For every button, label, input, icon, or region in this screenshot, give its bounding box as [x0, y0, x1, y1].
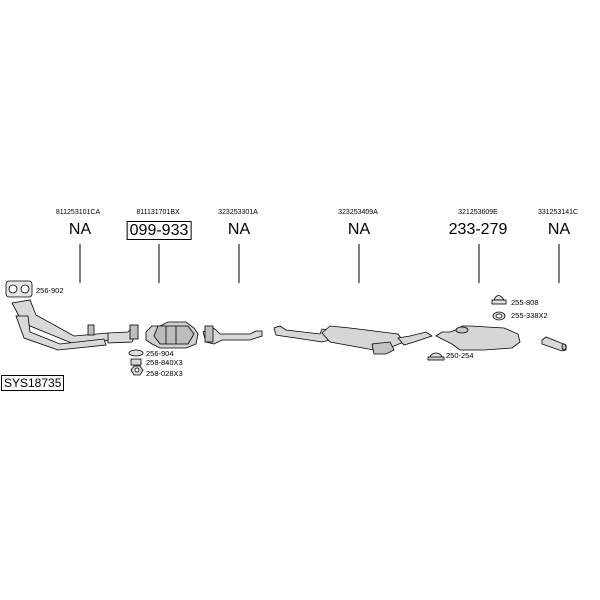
front-pipe-icon: [11, 299, 113, 351]
hanger-label[interactable]: 255-808: [511, 298, 539, 307]
oem-number-2: 811131701BX: [136, 209, 180, 216]
oem-number-1: 811253101CA: [55, 209, 101, 216]
cat-gasket-icon: [128, 349, 144, 357]
part-number-5[interactable]: 233-279: [448, 221, 508, 238]
oem-number-4: 323253409A: [338, 209, 378, 216]
clamp-icon: [427, 352, 445, 361]
intermediate-pipe-icon: [202, 325, 263, 345]
part-number-3[interactable]: NA: [227, 221, 251, 238]
front-gasket-icon: [5, 280, 33, 298]
part-number-2[interactable]: 099-933: [126, 221, 192, 240]
system-code: SYS18735: [1, 375, 65, 391]
catalytic-converter-icon: [145, 321, 199, 349]
ring-icon: [492, 311, 506, 321]
cat-bolt-icon: [130, 358, 142, 366]
cat-nut-icon: [130, 365, 144, 376]
part-number-1[interactable]: NA: [68, 221, 92, 238]
cat-nut-label[interactable]: 258-028X3: [146, 369, 183, 378]
connecting-pipe-icon: [107, 324, 139, 344]
cat-gasket-label[interactable]: 256-904: [146, 349, 174, 358]
part-number-6[interactable]: NA: [547, 221, 571, 238]
ring-label[interactable]: 255-338X2: [511, 311, 548, 320]
rear-silencer-icon: [435, 325, 521, 351]
oem-number-3: 323253301A: [218, 209, 258, 216]
cat-bolt-label[interactable]: 258-840X3: [146, 358, 183, 367]
tail-pipe-icon: [541, 336, 567, 352]
oem-number-6: 331253141C: [537, 209, 579, 216]
hanger-icon: [491, 295, 507, 305]
clamp-label[interactable]: 250-254: [446, 351, 474, 360]
gasket-front-label[interactable]: 256-902: [36, 286, 64, 295]
oem-number-5: 321253609E: [458, 209, 498, 216]
part-number-4[interactable]: NA: [347, 221, 371, 238]
centre-silencer-icon: [273, 325, 433, 355]
